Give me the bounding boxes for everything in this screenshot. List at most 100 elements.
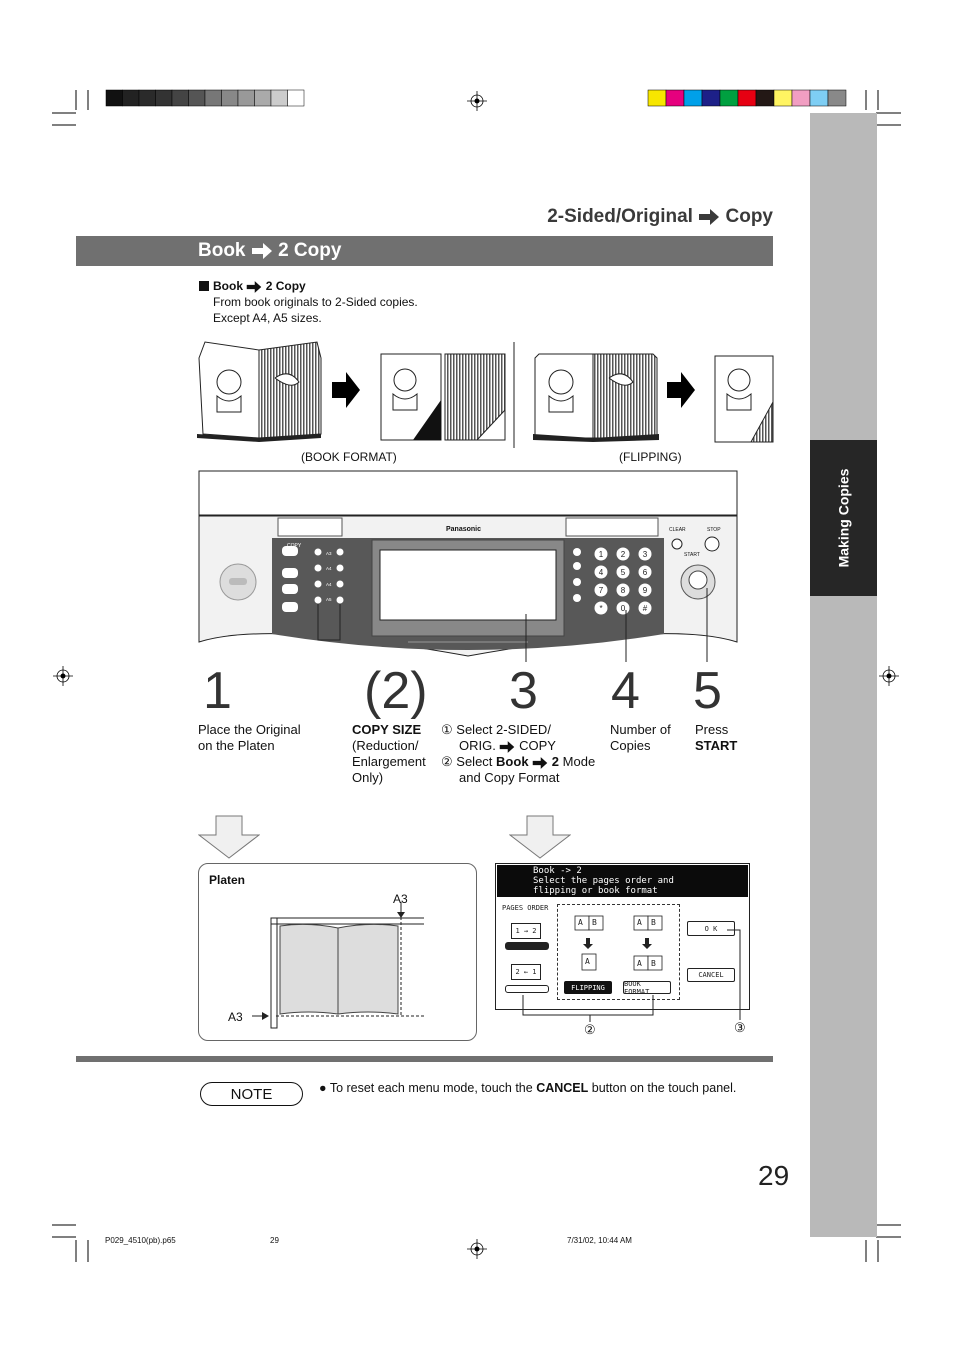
- right-arrow-icon: [247, 281, 262, 293]
- format-letter-a: A: [637, 918, 642, 927]
- format-letter-a: A: [578, 918, 583, 927]
- intro-line-2: Except A4, A5 sizes.: [213, 311, 322, 325]
- bullet-icon: ●: [319, 1081, 327, 1095]
- screen-line-2: Select the pages order and: [533, 876, 674, 886]
- format-letter-b: B: [651, 959, 656, 968]
- topic-banner: [76, 236, 773, 266]
- callout-3: ③: [734, 1020, 746, 1035]
- grey-swatch: [122, 89, 140, 107]
- keypad-key: [594, 565, 608, 579]
- step-2-number: (2): [364, 662, 428, 720]
- platen-title: Platen: [209, 873, 246, 887]
- format-diagrams: [574, 915, 663, 971]
- section-heading: 2-Sided/Original Copy: [547, 206, 773, 227]
- order-1-2-indicator: [505, 942, 549, 950]
- right-arrow-icon: [332, 372, 360, 408]
- keypad-key-label: 5: [621, 568, 626, 577]
- keypad-key-label: 7: [599, 586, 604, 595]
- down-arrow-icon: [509, 815, 571, 859]
- grey-swatch: [270, 89, 288, 107]
- color-swatch: [791, 89, 811, 107]
- page-number: 29: [758, 1160, 790, 1191]
- section-divider: [76, 1056, 773, 1062]
- flipping-button[interactable]: FLIPPING: [564, 981, 612, 994]
- keypad-key: [594, 547, 608, 561]
- size-label-2: A4: [326, 566, 332, 571]
- platen-panel: [198, 863, 477, 1041]
- stop-label: STOP: [707, 527, 721, 533]
- down-arrow-icon: [198, 815, 260, 859]
- order-1-2-button[interactable]: 1 → 2: [511, 923, 541, 939]
- footer-date: 7/31/02, 10:44 AM: [567, 1236, 632, 1245]
- keypad-key: [638, 601, 652, 615]
- step-4-number: 4: [611, 662, 640, 720]
- right-arrow-icon: [532, 756, 548, 769]
- copy-label: COPY: [287, 543, 302, 549]
- grey-swatch: [254, 89, 272, 107]
- grey-swatch: [155, 89, 173, 107]
- step-3-number: 3: [509, 662, 538, 720]
- color-swatch: [809, 89, 829, 107]
- grey-swatch: [221, 89, 239, 107]
- keypad-key-label: 6: [643, 568, 648, 577]
- platen-size-left: A3: [228, 1010, 243, 1024]
- square-bullet-icon: [199, 281, 209, 291]
- order-2-1-button[interactable]: 2 ← 1: [511, 964, 541, 980]
- keypad-key-label: 4: [599, 568, 604, 577]
- ok-button[interactable]: O K: [687, 921, 735, 936]
- screen-line-3: flipping or book format: [533, 886, 658, 896]
- pages-order-label: PAGES ORDER: [502, 904, 549, 912]
- start-label: START: [684, 552, 700, 558]
- open-book-icon: [197, 341, 322, 442]
- keypad-key: [638, 547, 652, 561]
- keypad-key: [594, 601, 608, 615]
- cancel-button[interactable]: CANCEL: [687, 968, 735, 982]
- keypad-key-label: #: [643, 604, 648, 613]
- book-format-button[interactable]: BOOK FORMAT: [623, 980, 671, 996]
- callout-lines: [522, 929, 741, 1022]
- callout-2: ②: [584, 1022, 596, 1037]
- keypad-key: [638, 583, 652, 597]
- intro-line-1: From book originals to 2-Sided copies.: [213, 295, 418, 309]
- format-letter-b: B: [651, 918, 656, 927]
- keypad-key-label: 8: [621, 586, 626, 595]
- color-swatch: [827, 89, 847, 107]
- screen-line-1: Book -> 2: [533, 866, 582, 876]
- step-5-number: 5: [693, 662, 722, 720]
- grey-swatch: [171, 89, 189, 107]
- keypad-key: [638, 565, 652, 579]
- grey-swatch: [237, 89, 255, 107]
- footer-filename: P029_4510(pb).p65: [105, 1236, 176, 1245]
- platen-diagram: [252, 902, 424, 1029]
- right-arrow-icon: [500, 740, 515, 753]
- format-letter-a: A: [637, 959, 642, 968]
- size-label-3: A4: [326, 582, 332, 587]
- step-3-text: ① Select 2-SIDED/ ORIG. COPY ② Select Bo…: [441, 722, 596, 785]
- format-letter-a: A: [585, 957, 590, 966]
- flipping-caption: (FLIPPING): [619, 450, 682, 464]
- color-swatch: [773, 89, 793, 107]
- size-label-1: A3: [326, 551, 332, 556]
- grey-swatch: [138, 89, 156, 107]
- grey-swatch: [287, 89, 305, 107]
- right-arrow-icon: [699, 208, 720, 225]
- platen-size-top: A3: [393, 892, 408, 906]
- keypad-key: [616, 547, 630, 561]
- grey-swatch: [188, 89, 206, 107]
- book-copy-illustration: [197, 341, 774, 448]
- note-text: ● To reset each menu mode, touch the CAN…: [319, 1081, 737, 1095]
- touch-screen-header: [497, 865, 748, 897]
- clear-label: CLEAR: [669, 527, 686, 533]
- footer-page: 29: [270, 1236, 279, 1245]
- keypad-key-label: 3: [643, 550, 648, 559]
- grey-swatch: [105, 89, 123, 107]
- format-options-area: [557, 904, 680, 1000]
- keypad-key-label: *: [599, 604, 602, 613]
- right-arrow-icon: [251, 242, 272, 259]
- grey-swatch: [204, 89, 222, 107]
- note-label: NOTE: [200, 1082, 303, 1106]
